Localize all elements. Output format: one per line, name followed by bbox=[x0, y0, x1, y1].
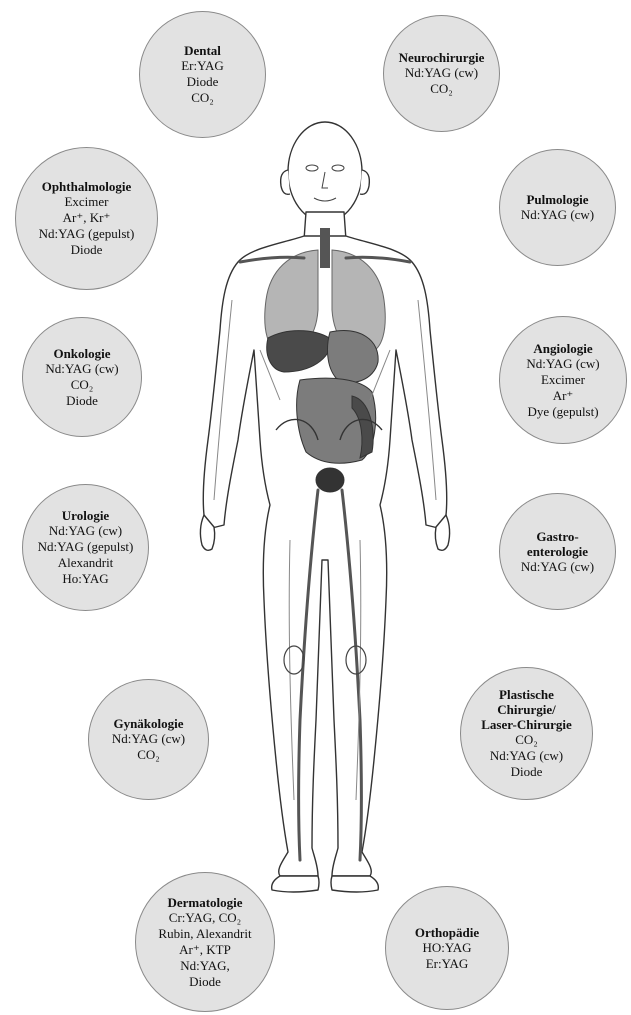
laser-type: Nd:YAG (cw) bbox=[490, 748, 563, 764]
specialty-title: Gastro- bbox=[536, 529, 578, 544]
laser-type: CO₂ bbox=[515, 732, 538, 748]
laser-type: Diode bbox=[189, 974, 221, 990]
laser-type: Excimer bbox=[541, 372, 585, 388]
specialty-title: Gynäkologie bbox=[113, 716, 183, 731]
laser-type: HO:YAG bbox=[422, 940, 471, 956]
laser-type: Ar⁺ bbox=[553, 388, 574, 404]
bubble-neurochirurgie: NeurochirurgieNd:YAG (cw)CO₂ bbox=[383, 15, 500, 132]
bubble-dermatologie: DermatologieCr:YAG, CO₂Rubin, Alexandrit… bbox=[135, 872, 275, 1012]
laser-type: Cr:YAG, CO₂ bbox=[169, 910, 241, 926]
specialty-title: Dental bbox=[184, 43, 221, 58]
laser-type: Nd:YAG (gepulst) bbox=[39, 226, 135, 242]
bubble-orthopaedie: OrthopädieHO:YAGEr:YAG bbox=[385, 886, 509, 1010]
laser-type: Er:YAG bbox=[181, 58, 224, 74]
bubble-pulmologie: PulmologieNd:YAG (cw) bbox=[499, 149, 616, 266]
laser-type: Diode bbox=[511, 764, 543, 780]
laser-type: Nd:YAG (gepulst) bbox=[38, 539, 134, 555]
laser-type: Nd:YAG (cw) bbox=[521, 559, 594, 575]
bubble-urologie: UrologieNd:YAG (cw)Nd:YAG (gepulst)Alexa… bbox=[22, 484, 149, 611]
laser-type: Nd:YAG (cw) bbox=[112, 731, 185, 747]
specialty-title: Orthopädie bbox=[415, 925, 479, 940]
laser-type: Nd:YAG, bbox=[180, 958, 229, 974]
specialty-title: Urologie bbox=[62, 508, 109, 523]
laser-type: Nd:YAG (cw) bbox=[405, 65, 478, 81]
laser-type: CO₂ bbox=[430, 81, 453, 97]
laser-type: Ar⁺, Kr⁺ bbox=[63, 210, 111, 226]
specialty-title: Ophthalmologie bbox=[42, 179, 132, 194]
specialty-title: Chirurgie/ bbox=[497, 702, 556, 717]
laser-type: Dye (gepulst) bbox=[527, 404, 598, 420]
specialty-title: enterologie bbox=[527, 544, 588, 559]
laser-type: Excimer bbox=[64, 194, 108, 210]
laser-type: CO₂ bbox=[71, 377, 94, 393]
bubble-ophthalmologie: OphthalmologieExcimerAr⁺, Kr⁺Nd:YAG (gep… bbox=[15, 147, 158, 290]
laser-type: Nd:YAG (cw) bbox=[521, 207, 594, 223]
specialty-title: Neurochirurgie bbox=[399, 50, 485, 65]
laser-type: Nd:YAG (cw) bbox=[45, 361, 118, 377]
trachea bbox=[320, 228, 330, 268]
bubble-gastroenterologie: Gastro-enterologieNd:YAG (cw) bbox=[499, 493, 616, 610]
laser-type: Ho:YAG bbox=[62, 571, 108, 587]
laser-type: Alexandrit bbox=[58, 555, 114, 571]
laser-type: Ar⁺, KTP bbox=[179, 942, 231, 958]
bubble-plastische-chirurgie: PlastischeChirurgie/Laser-ChirurgieCO₂Nd… bbox=[460, 667, 593, 800]
laser-type: Rubin, Alexandrit bbox=[158, 926, 251, 942]
specialty-title: Onkologie bbox=[53, 346, 110, 361]
specialty-title: Dermatologie bbox=[167, 895, 242, 910]
laser-type: Nd:YAG (cw) bbox=[526, 356, 599, 372]
bubble-angiologie: AngiologieNd:YAG (cw)ExcimerAr⁺Dye (gepu… bbox=[499, 316, 627, 444]
laser-type: Er:YAG bbox=[426, 956, 469, 972]
laser-type: Diode bbox=[187, 74, 219, 90]
laser-type: Diode bbox=[71, 242, 103, 258]
bubble-dental: DentalEr:YAGDiodeCO₂ bbox=[139, 11, 266, 138]
laser-type: Nd:YAG (cw) bbox=[49, 523, 122, 539]
specialty-title: Plastische bbox=[499, 687, 554, 702]
laser-type: CO₂ bbox=[191, 90, 214, 106]
bubble-gynaekologie: GynäkologieNd:YAG (cw)CO₂ bbox=[88, 679, 209, 800]
laser-type: Diode bbox=[66, 393, 98, 409]
specialty-title: Angiologie bbox=[533, 341, 592, 356]
laser-type: CO₂ bbox=[137, 747, 160, 763]
specialty-title: Laser-Chirurgie bbox=[481, 717, 572, 732]
specialty-title: Pulmologie bbox=[526, 192, 588, 207]
bubble-onkologie: OnkologieNd:YAG (cw)CO₂Diode bbox=[22, 317, 142, 437]
